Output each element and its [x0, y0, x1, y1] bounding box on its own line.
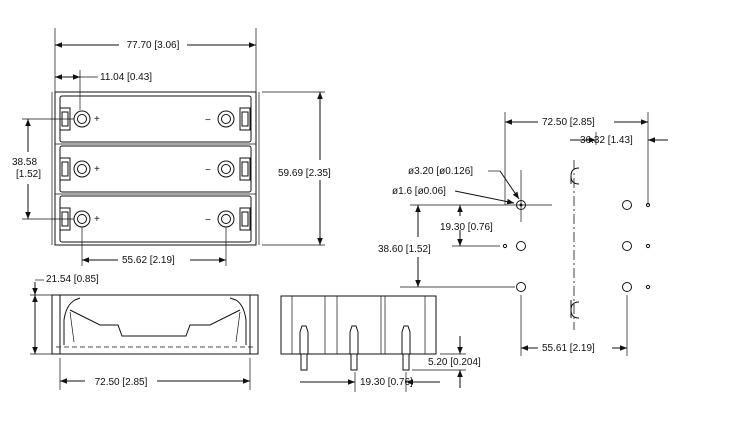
row-span-label: 38.60 [1.52] [378, 244, 431, 255]
cell-pitch-label-line2: [1.52] [16, 169, 41, 180]
cell-pitch-label-line1: 38.58 [12, 157, 37, 168]
side-length-label: 72.50 [2.85] [95, 377, 148, 388]
pad-span-label: 72.50 [2.85] [542, 117, 595, 128]
top-view: 77.70 [3.06] 11.04 [0.43] + − [12, 28, 331, 266]
hole-spacing-label: 55.62 [2.19] [122, 255, 175, 266]
plus-symbol: + [94, 214, 100, 225]
pin-view: 5.20 [0.204] 19.30 [0.76] [280, 295, 481, 392]
side-height-label: 21.54 [0.85] [46, 274, 99, 285]
pcb-hole-large-icon [516, 200, 526, 210]
pcb-layout-view: 72.50 [2.85] 36.32 [1.43] ø3.20 [ø0.126]… [378, 112, 668, 356]
overall-height-label: 59.69 [2.35] [278, 168, 331, 179]
pin-length-label: 5.20 [0.204] [428, 357, 481, 368]
holder-outline [54, 91, 257, 246]
plus-symbol: + [94, 164, 100, 175]
side-view: 21.54 [0.85] 72.50 [2.85] [30, 274, 259, 390]
minus-symbol: − [205, 165, 211, 176]
pin-icon [300, 353, 308, 371]
contact-offset-label: 11.04 [0.43] [100, 72, 152, 83]
pin-spacing-label: 19.30 [0.76] [360, 377, 413, 388]
large-hole-label: ø3.20 [ø0.126] [408, 166, 473, 177]
minus-symbol: − [205, 215, 211, 226]
small-hole-label: ø1.6 [ø0.06] [392, 186, 446, 197]
plus-symbol: + [94, 114, 100, 125]
minus-symbol: − [205, 115, 211, 126]
row-pitch-label: 19.30 [0.76] [440, 222, 493, 233]
hole-span-label: 55.61 [2.19] [542, 343, 595, 354]
end-offset-label: 36.32 [1.43] [580, 135, 633, 146]
mount-hole-icon [73, 110, 91, 128]
overall-width-label: 77.70 [3.06] [127, 40, 180, 51]
